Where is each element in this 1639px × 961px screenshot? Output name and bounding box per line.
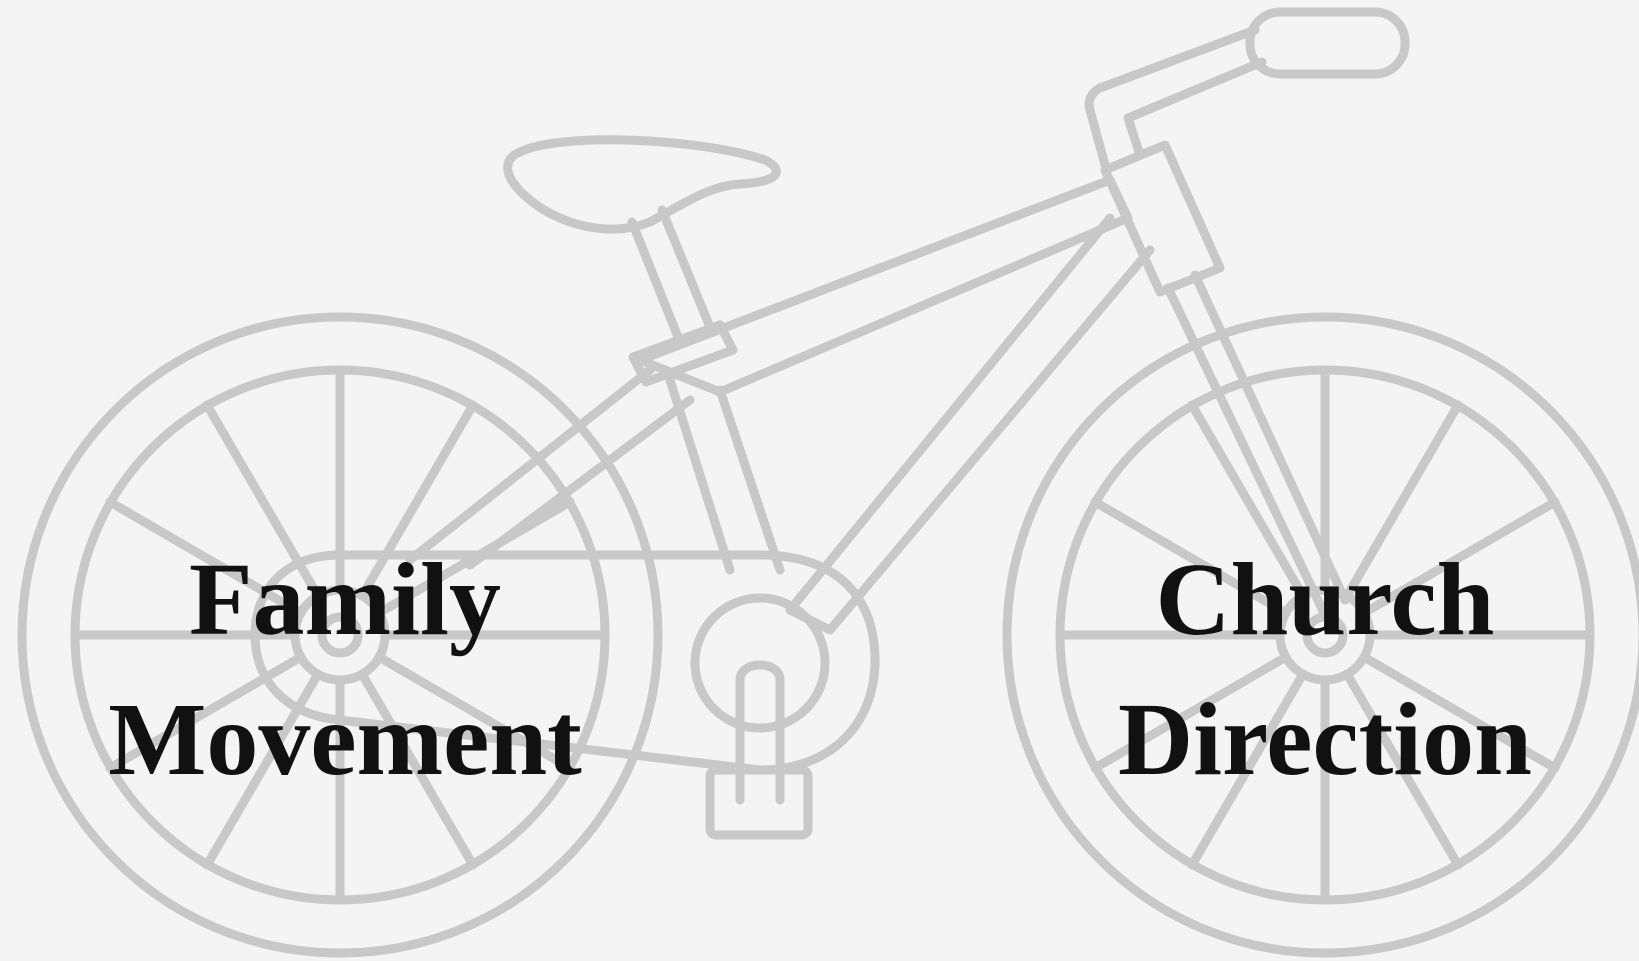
label-family: Family: [60, 530, 630, 670]
label-movement: Movement: [60, 670, 630, 810]
label-church: Church: [1050, 530, 1600, 670]
saddle: [508, 140, 777, 382]
label-church-direction: Church Direction: [1050, 530, 1600, 810]
handlebar: [1089, 12, 1405, 165]
label-direction: Direction: [1050, 670, 1600, 810]
label-family-movement: Family Movement: [60, 530, 630, 810]
